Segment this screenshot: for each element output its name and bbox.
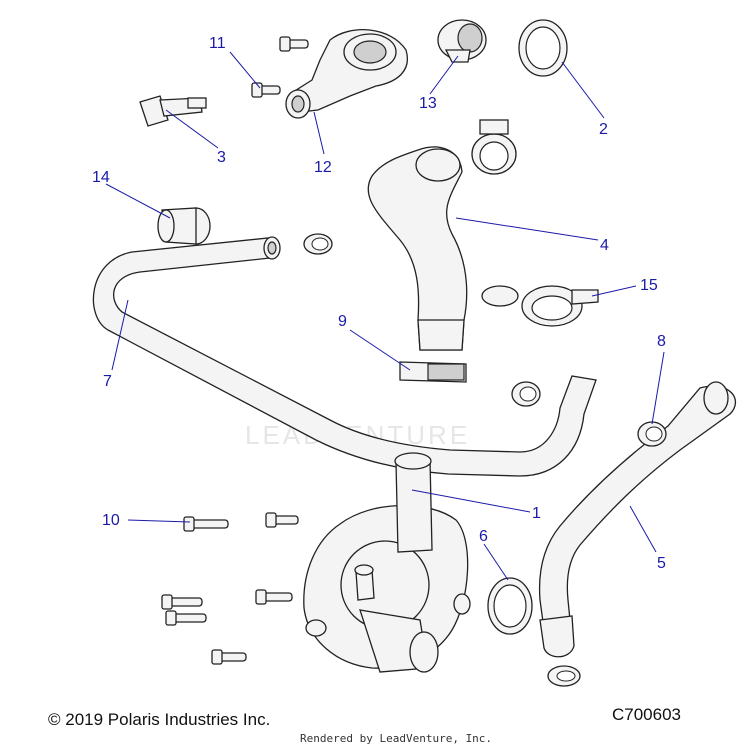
- callout-8: 8: [657, 333, 666, 350]
- callout-10: 10: [102, 512, 120, 529]
- part-8-clamp: [637, 421, 667, 447]
- part-12-thermostat-housing: [285, 29, 408, 119]
- callouts: 1 2 3 4 5 6 7 8 9 10 11 12 13 14 15: [92, 35, 666, 572]
- bolt: [211, 649, 247, 665]
- callout-14: 14: [92, 169, 110, 186]
- bolt: [265, 512, 299, 528]
- callout-12: 12: [314, 159, 332, 176]
- part-15-clamp: [481, 285, 599, 327]
- diagram-code: C700603: [612, 705, 682, 724]
- copyright-text: © 2019 Polaris Industries Inc.: [48, 710, 271, 729]
- bolt: [279, 36, 309, 52]
- bolt: [161, 594, 203, 610]
- callout-15: 15: [640, 277, 658, 294]
- part-6-o-ring: [487, 577, 533, 635]
- bolt: [165, 610, 207, 626]
- clamp-upper: [471, 119, 517, 175]
- clamp-small-bottom: [547, 665, 581, 687]
- callout-9: 9: [338, 313, 347, 330]
- callout-3: 3: [217, 149, 226, 166]
- callout-6: 6: [479, 528, 488, 545]
- callout-13: 13: [419, 95, 437, 112]
- part-5-hose: [538, 381, 736, 658]
- callout-7: 7: [103, 373, 112, 390]
- clamp-small-1: [303, 233, 333, 255]
- part-9-worm-clamp: [399, 361, 467, 383]
- rendered-by-text: Rendered by LeadVenture, Inc.: [300, 732, 493, 745]
- clamp-small-2: [511, 381, 541, 407]
- part-7-hose: [92, 236, 597, 477]
- part-14-hose-clamp: [157, 207, 211, 245]
- part-4-hose: [367, 146, 468, 351]
- callout-2: 2: [599, 121, 608, 138]
- bolts: [161, 36, 309, 665]
- part-3-sensor: [139, 95, 207, 127]
- callout-1: 1: [532, 505, 541, 522]
- callout-5: 5: [657, 555, 666, 572]
- part-13-thermostat: [437, 19, 487, 63]
- bolt: [255, 589, 293, 605]
- callout-11: 11: [209, 35, 226, 52]
- part-2-seal-ring: [518, 19, 568, 77]
- bolt: [183, 516, 229, 532]
- callout-4: 4: [600, 237, 609, 254]
- part-1-water-pump: [303, 452, 471, 673]
- leader-lines: [105, 51, 665, 581]
- bolt: [251, 82, 281, 98]
